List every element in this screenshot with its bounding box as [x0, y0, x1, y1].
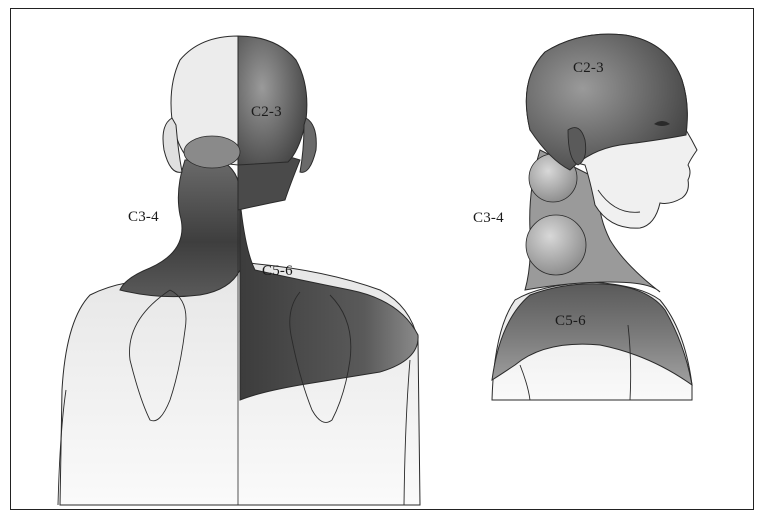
side-label-c23: C2-3 — [573, 60, 604, 77]
side-view-figure — [492, 34, 697, 400]
back-head-right — [238, 36, 307, 165]
side-c34-bulge-lower — [526, 215, 586, 275]
back-c34-zone — [120, 160, 240, 297]
side-label-c34: C3-4 — [473, 210, 504, 227]
back-label-c56: C5-6 — [262, 263, 293, 280]
side-label-c56: C5-6 — [555, 313, 586, 330]
back-label-c34: C3-4 — [128, 209, 159, 226]
back-view-figure — [58, 36, 420, 505]
back-occipital-bump — [184, 136, 240, 168]
back-label-c23: C2-3 — [251, 104, 282, 121]
